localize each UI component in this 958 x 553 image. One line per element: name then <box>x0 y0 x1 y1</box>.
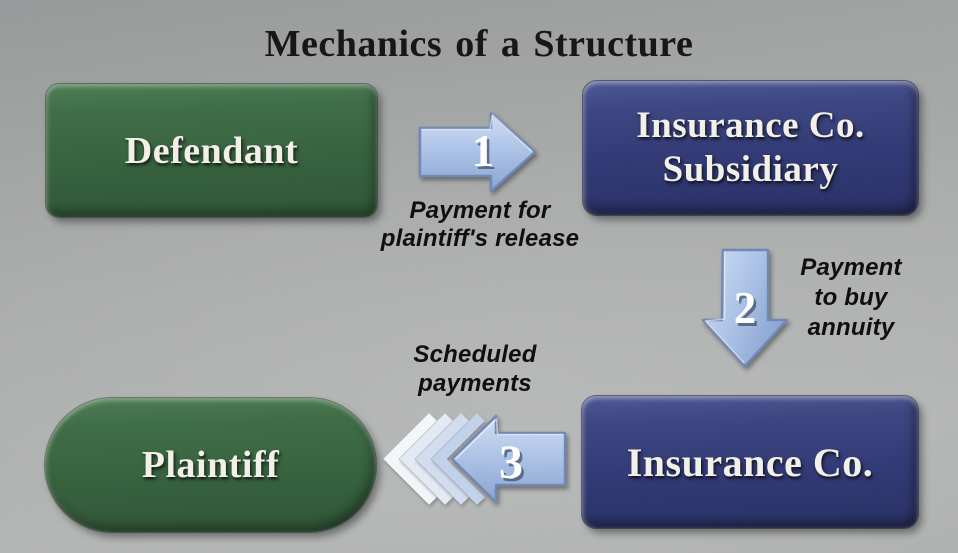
label-step2-line1: Payment <box>800 254 902 281</box>
arrow-step2-down-icon: 2 2 <box>701 248 789 368</box>
label-step3-line1: Scheduled <box>413 341 537 368</box>
node-insurance-co-label: Insurance Co. <box>626 439 874 485</box>
node-defendant: Defendant <box>46 84 377 217</box>
label-step1-payment-for-release: Payment for plaintiff's release <box>355 197 605 253</box>
node-plaintiff: Plaintiff <box>45 398 376 532</box>
label-step2-line2: to buy <box>814 284 888 311</box>
node-plaintiff-label: Plaintiff <box>141 444 280 486</box>
label-step2-payment-to-buy-annuity: Payment to buy annuity <box>789 253 913 343</box>
node-insurance-subsidiary-label-line2: Subsidiary <box>662 149 839 190</box>
arrow-step1-right-icon: 1 1 <box>418 111 537 193</box>
label-step2-line3: annuity <box>807 314 895 341</box>
arrow-step2-number: 2 <box>734 283 757 333</box>
arrow-step3-number: 3 <box>499 436 523 489</box>
label-step3-line2: payments <box>418 370 532 397</box>
node-insurance-subsidiary-label-line1: Insurance Co. <box>636 104 865 146</box>
node-insurance-subsidiary: Insurance Co. Subsidiary <box>583 81 918 215</box>
node-defendant-label: Defendant <box>124 129 299 172</box>
diagram-title: Mechanics of a Structure <box>264 23 694 65</box>
node-insurance-co: Insurance Co. <box>582 396 918 528</box>
label-step3-scheduled-payments: Scheduled payments <box>380 340 570 398</box>
arrow-step1-number: 1 <box>472 126 495 176</box>
label-step1-line1: Payment for <box>409 197 551 224</box>
label-step1-line2: plaintiff's release <box>380 225 580 252</box>
arrow-step3-left-icon: 3 3 <box>383 413 567 505</box>
